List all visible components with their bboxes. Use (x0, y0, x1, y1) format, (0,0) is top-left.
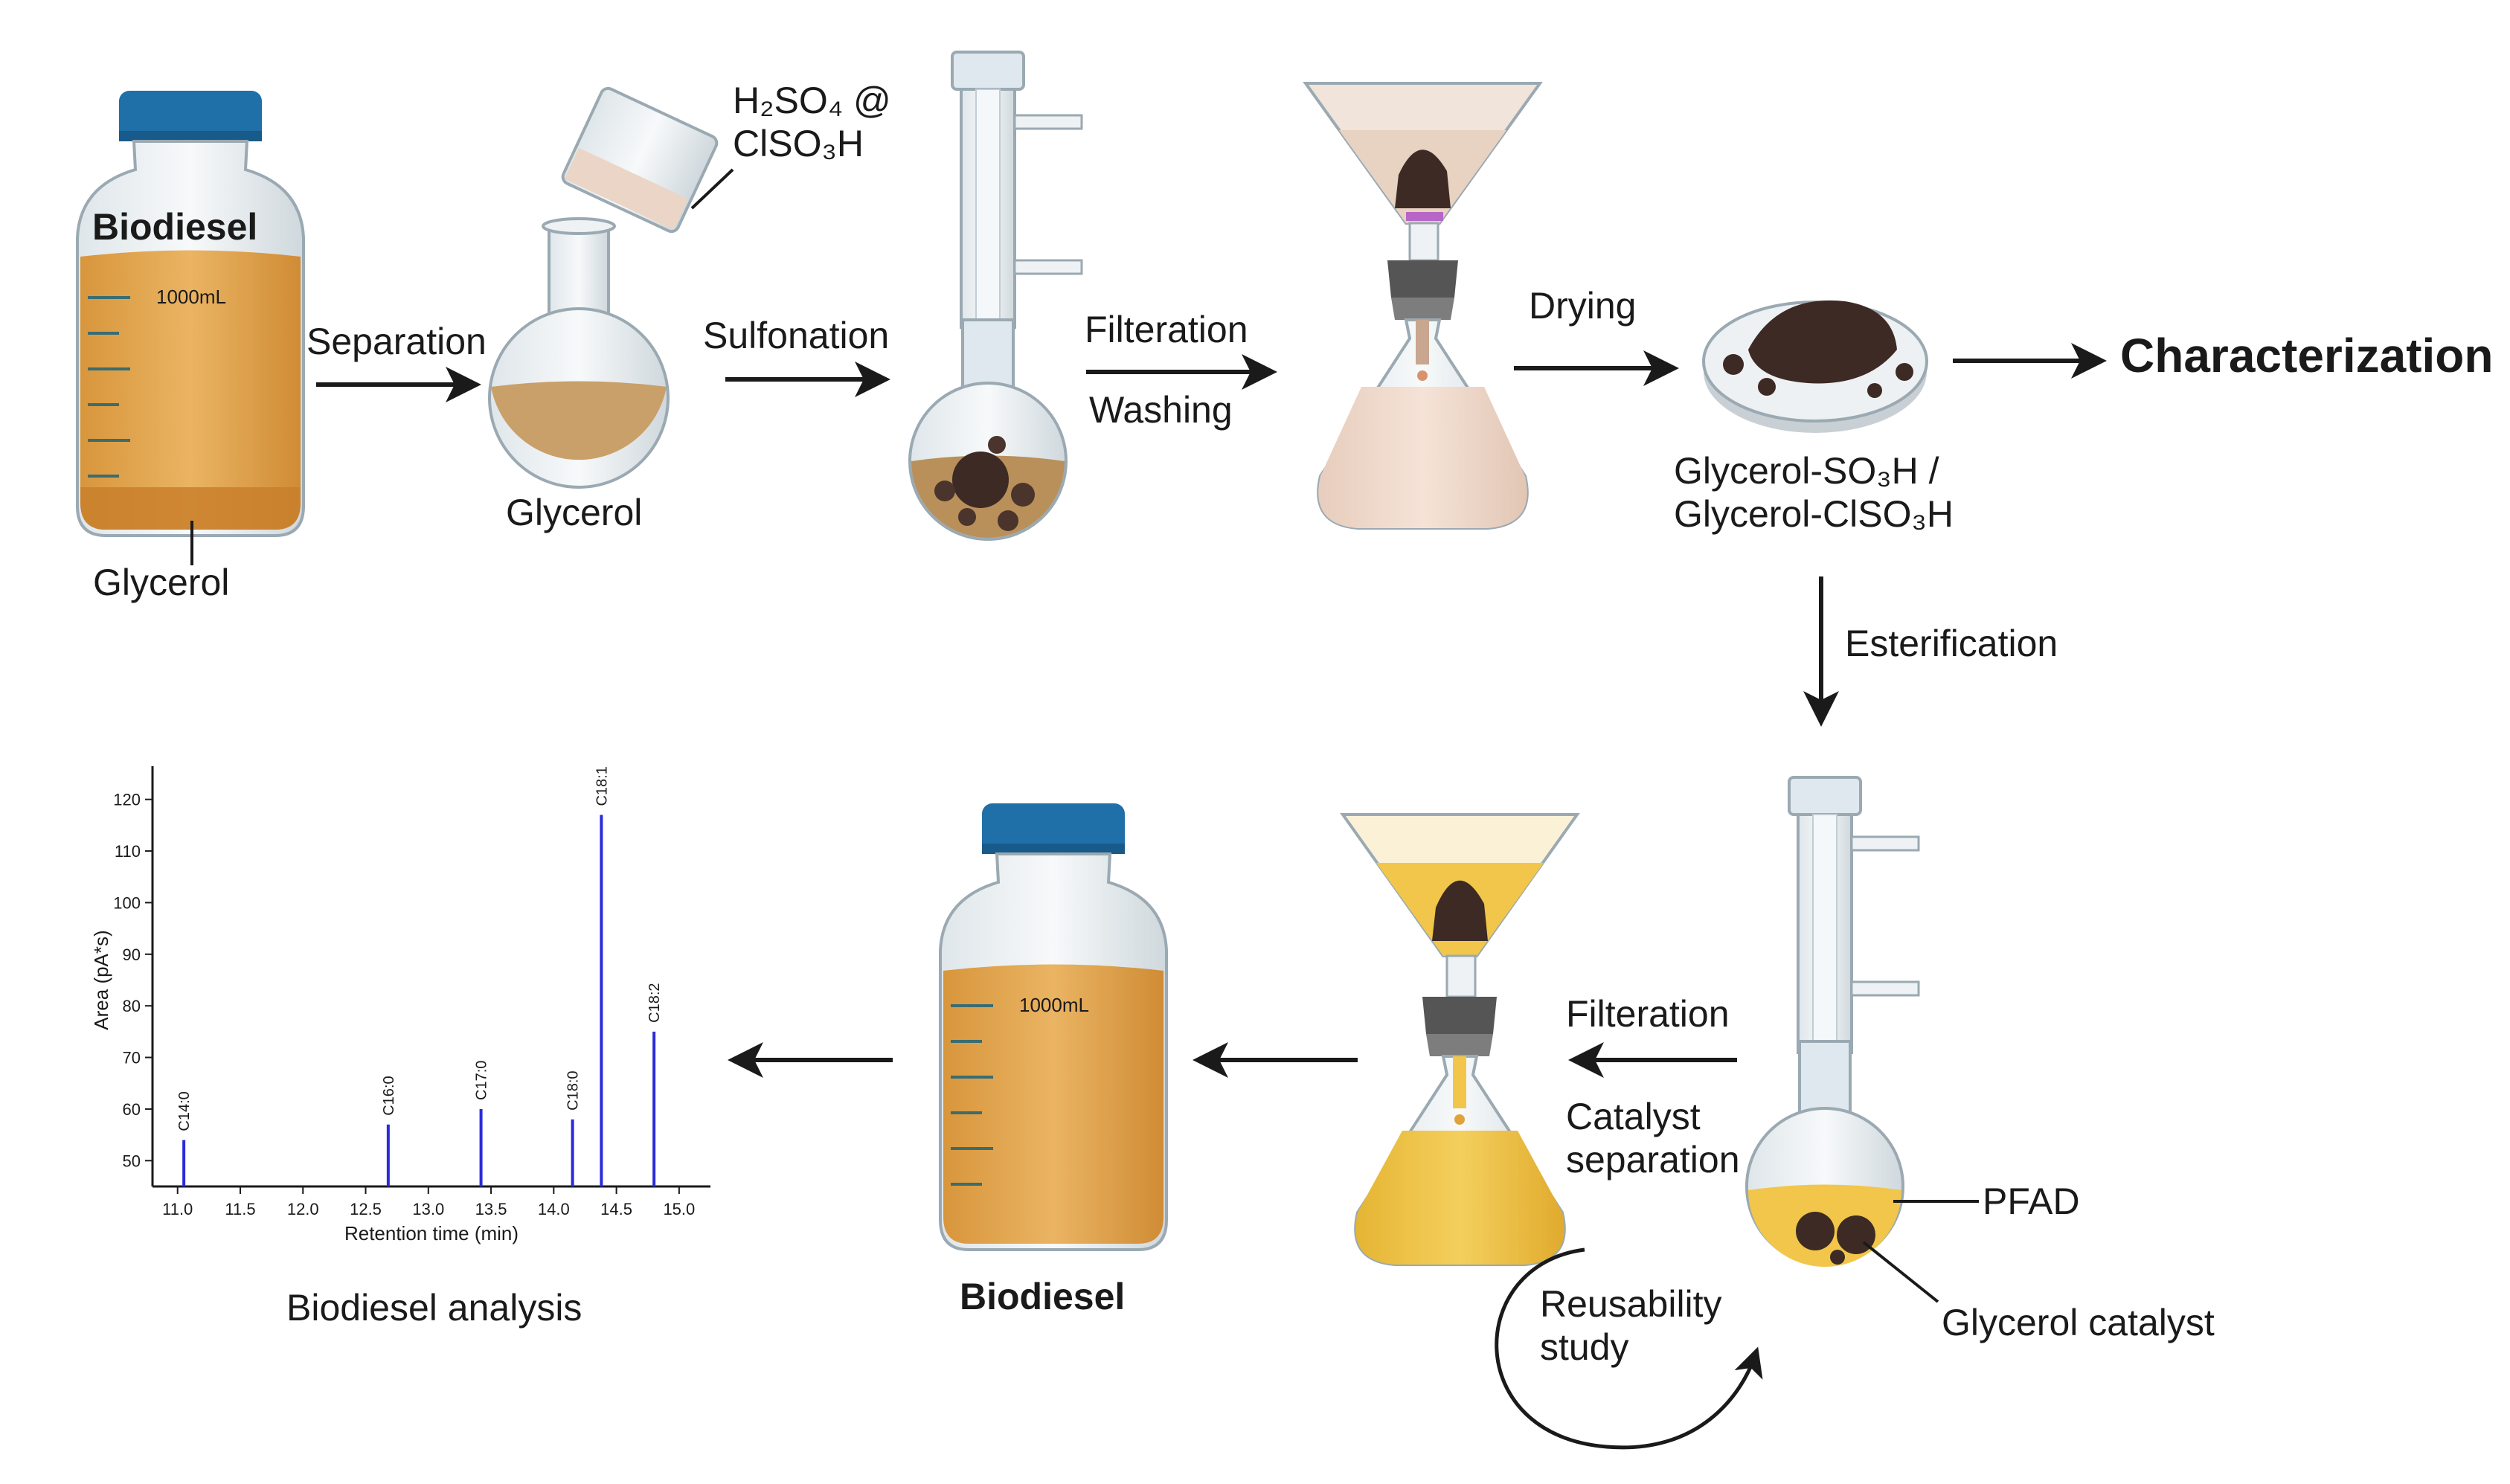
acid-beaker (561, 86, 719, 234)
catalyst-separation-label-line2: separation (1566, 1139, 1740, 1181)
chart-x-tick-label: 13.5 (475, 1200, 507, 1218)
pfad-label: PFAD (1983, 1181, 2080, 1222)
glycerol-catalyst-label: Glycerol catalyst (1942, 1302, 2215, 1343)
bottle-volume-top-label: 1000mL (156, 286, 226, 308)
chart-peak-label: C16:0 (381, 1076, 397, 1115)
chart-y-axis-label: Area (pA*s) (90, 930, 112, 1030)
chart-y-tick-label: 50 (123, 1151, 141, 1170)
catalyst-label-line2: Glycerol-ClSO₃H (1674, 493, 1954, 535)
glycerol-flask (488, 217, 670, 489)
bottle-volume-bottom-label: 1000mL (1019, 994, 1089, 1016)
acid-label-line2: ClSO₃H (733, 123, 864, 164)
biodiesel-bottle-bottom: 1000mL (939, 803, 1168, 1251)
chart-x-tick-label: 11.0 (162, 1200, 193, 1218)
filtration-setup-top (1303, 82, 1543, 530)
chart-y-tick-label: 90 (123, 945, 141, 964)
chart-x-tick-label: 14.0 (538, 1200, 570, 1218)
chart-x-axis-label: Retention time (min) (344, 1222, 519, 1244)
chart-y-tick-label: 70 (123, 1049, 141, 1067)
washing-label: Washing (1089, 389, 1233, 431)
chart-peak-label: C17:0 (474, 1061, 490, 1100)
chart-y-tick-label: 80 (123, 997, 141, 1015)
separation-label: Separation (306, 321, 487, 362)
chart-y-tick-label: 60 (123, 1100, 141, 1119)
chart-peak-label: C18:1 (594, 766, 610, 806)
biodiesel-top-label: Biodiesel (92, 206, 257, 248)
chart-y-tick-label: 120 (113, 791, 141, 809)
chart-y-tick-label: 110 (115, 842, 141, 861)
glycerol-flask-label: Glycerol (506, 492, 642, 533)
catalyst-separation-label-line1: Catalyst (1566, 1096, 1701, 1137)
reflux-setup-bottom (1745, 776, 1920, 1267)
chart-x-tick-label: 12.0 (287, 1200, 319, 1218)
gc-chromatogram: 11.0 11.5 12.0 12.5 13.0 13.5 14.0 14.5 15.0 50 60… (90, 766, 710, 1244)
biodiesel-bottle-top: 1000mL (76, 91, 305, 537)
filtration-setup-bottom (1340, 813, 1580, 1266)
reflux-setup-top (908, 51, 1083, 541)
reusability-label-line2: study (1540, 1326, 1629, 1368)
glycerol-layer-label: Glycerol (93, 562, 229, 603)
chart-x-tick-label: 12.5 (350, 1200, 382, 1218)
characterization-label: Characterization (2120, 329, 2493, 382)
catalyst-label-line1: Glycerol-SO₃H / (1674, 450, 1939, 492)
acid-label-line1: H₂SO₄ @ (733, 80, 891, 121)
sulfonation-label: Sulfonation (703, 315, 889, 356)
chart-peak-label: C14:0 (176, 1091, 193, 1131)
biodiesel-analysis-label: Biodiesel analysis (286, 1287, 582, 1329)
reusability-label-line1: Reusability (1540, 1283, 1722, 1325)
drying-label: Drying (1529, 285, 1636, 327)
chart-x-tick-label: 14.5 (600, 1200, 632, 1218)
chart-x-tick-label: 11.5 (225, 1200, 255, 1218)
esterification-label: Esterification (1845, 623, 2058, 664)
filteration-bottom-label: Filteration (1566, 993, 1730, 1035)
petri-dish (1702, 300, 1928, 433)
chart-x-tick-label: 15.0 (663, 1200, 695, 1218)
filteration-top-label: Filteration (1085, 309, 1248, 350)
chart-x-tick-label: 13.0 (412, 1200, 444, 1218)
reusability-arrow (1495, 1247, 1763, 1450)
chart-peak-label: C18:2 (646, 983, 663, 1023)
biodiesel-bottom-label: Biodiesel (960, 1276, 1125, 1317)
chart-peak-label: C18:0 (565, 1070, 582, 1110)
chart-y-tick-label: 100 (113, 893, 141, 912)
